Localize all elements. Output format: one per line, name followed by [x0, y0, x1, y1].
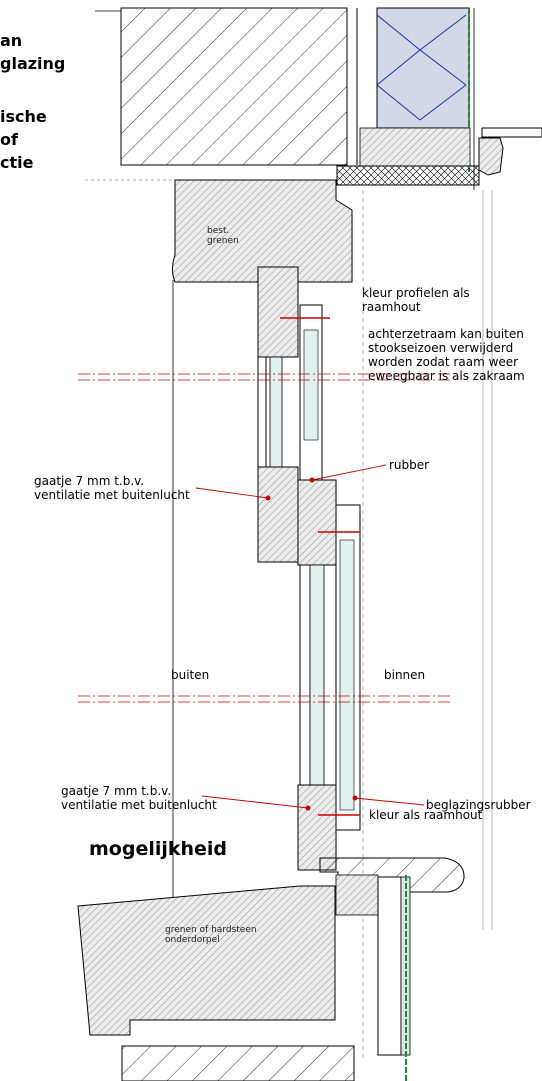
insulation-zigzag — [376, 14, 467, 121]
label-bottom-sill: grenen of hardsteen onderdorpel — [165, 925, 257, 945]
board-moulding — [478, 137, 504, 176]
title-fragment: ctie — [0, 153, 34, 172]
title-fragment: ische — [0, 107, 47, 126]
label-inside: binnen — [384, 668, 426, 682]
plaster-strip-top — [359, 127, 471, 167]
label-vent-hole-upper: gaatje 7 mm t.b.v. ventilatie met buiten… — [34, 474, 190, 502]
existing-head-frame — [172, 179, 353, 283]
label-outside: buiten — [171, 668, 210, 682]
cross-hatched-strip — [336, 165, 480, 186]
upper-sash-stile — [257, 356, 267, 468]
lower-sash-stile — [299, 564, 311, 786]
inner-leaf-strip — [335, 874, 379, 916]
label-vent-hole-lower: gaatje 7 mm t.b.v. ventilatie met buiten… — [61, 784, 217, 812]
label-secondary-sash-note: achterzetraam kan buiten stookseizoen ve… — [368, 327, 525, 383]
upper-sash-top-rail — [257, 266, 299, 358]
heading-option: mogelijkheid — [89, 838, 228, 860]
onderdorpel — [77, 885, 336, 1036]
secondary-glazing-lower — [335, 504, 361, 831]
leader-lines — [195, 317, 425, 816]
lower-sash-top-rail — [297, 479, 337, 566]
title-fragment: an — [0, 31, 23, 50]
title-fragment: of — [0, 130, 18, 149]
label-frame-colour: kleur als raamhout — [369, 808, 483, 822]
wall-below-sill — [121, 1045, 355, 1081]
window-board — [481, 127, 542, 138]
lintel-masonry — [120, 7, 348, 166]
lower-glass — [309, 564, 325, 786]
label-glazing-rubber: beglazingsrubber — [426, 798, 531, 812]
inner-lining — [377, 876, 402, 1056]
label-rubber: rubber — [389, 458, 430, 472]
title-fragment: glazing — [0, 54, 66, 73]
label-existing-pine: best. grenen — [207, 226, 239, 246]
upper-sash-bottom-rail — [257, 466, 299, 563]
lower-sash-bottom-rail — [297, 784, 337, 871]
upper-glass — [269, 356, 283, 468]
label-profile-colour: kleur profielen als raamhout — [362, 286, 470, 314]
